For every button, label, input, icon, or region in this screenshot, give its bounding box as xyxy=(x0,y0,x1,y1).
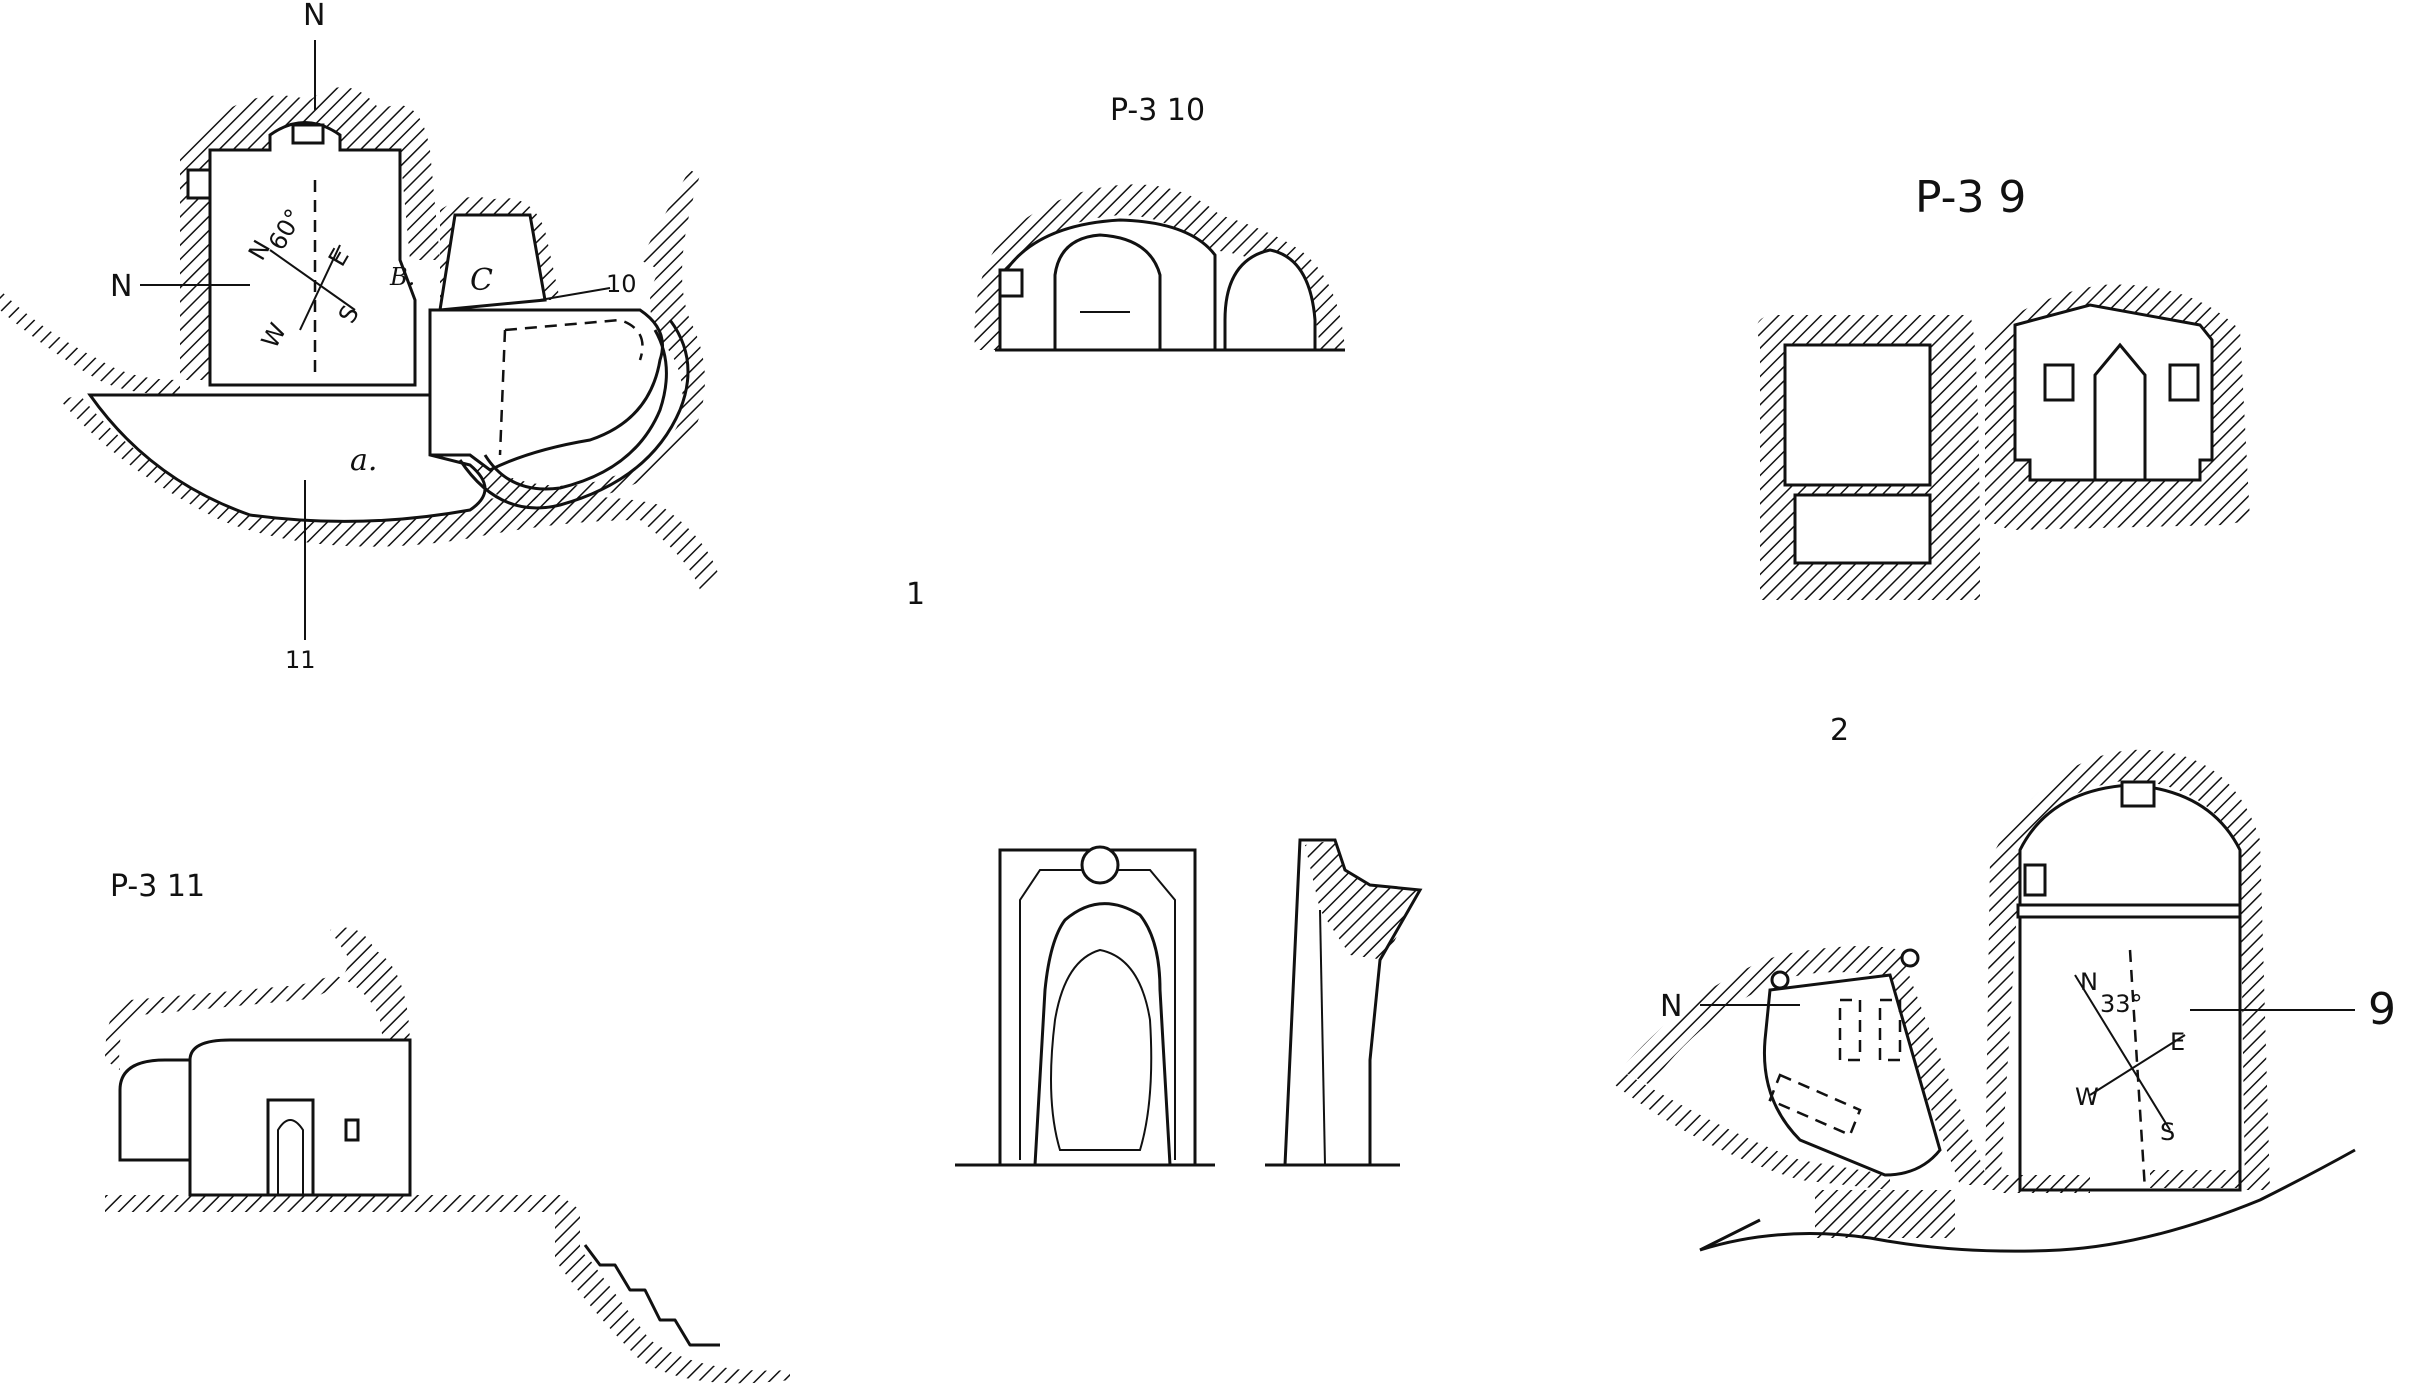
label-mark-9: 9 xyxy=(2368,984,2396,1035)
plan-2-base-right xyxy=(2150,1170,2245,1188)
label-mark-10: 10 xyxy=(606,270,637,298)
plan-2-rock-bottom-left xyxy=(1615,1070,1890,1190)
label-mark-11: 11 xyxy=(285,646,316,674)
label-n-plan-2: N xyxy=(1660,989,1682,1024)
section-p3-9-window-left xyxy=(2043,363,2075,402)
label-n-top: N xyxy=(303,0,325,33)
plan-1-axis-right xyxy=(539,287,611,301)
label-room-c: C xyxy=(470,263,493,298)
label-section-p3-10: P-3 10 xyxy=(1110,93,1205,128)
section-p3-11: P-3 11 xyxy=(105,869,790,1384)
plan-2-ground-hook xyxy=(1699,1218,1761,1252)
section-p3-9-doorway xyxy=(2093,342,2147,482)
section-p3-11-door-arch xyxy=(277,1119,304,1195)
label-compass-2-w: W xyxy=(2075,1083,2099,1111)
section-p3-11-ground xyxy=(105,1195,790,1384)
section-p3-9-left-lower xyxy=(1793,493,1932,565)
section-p3-11-side-niche xyxy=(118,1058,192,1162)
plan-2-post-1 xyxy=(1770,970,1790,990)
label-compass-2-n: N xyxy=(2080,968,2098,996)
section-p3-10-arched-door xyxy=(1053,233,1162,352)
plan-1-rock-floor xyxy=(0,290,180,395)
plan-1-niche xyxy=(291,123,325,145)
label-figure-2: 2 xyxy=(1830,713,1849,748)
plan-1-rock-bottom xyxy=(60,395,720,590)
label-section-p3-11: P-3 11 xyxy=(110,869,205,904)
section-p3-10-niche xyxy=(998,268,1024,298)
elevation-1-inner-oval xyxy=(1050,948,1153,1151)
elevation-2-inner-line xyxy=(1319,909,1326,1166)
plan-2-dashed-tomb-1 xyxy=(1838,998,1862,1062)
plan-2-main-chamber xyxy=(2018,783,2242,1192)
plan-2-compass-ns xyxy=(2074,974,2171,1131)
label-figure-1: 1 xyxy=(906,577,925,612)
plan-1-rock-curve xyxy=(470,166,705,501)
plan-1-area-a xyxy=(87,393,487,523)
plan-2-niche-top xyxy=(2120,780,2156,808)
elevation-2 xyxy=(1265,838,1423,1167)
plan-1-room-d xyxy=(428,308,664,472)
label-compass-2-s: S xyxy=(2160,1118,2175,1146)
plan-2-wedge-chamber xyxy=(1762,973,1942,1177)
label-room-a: a. xyxy=(350,443,377,478)
plan-1-main-room xyxy=(208,121,417,387)
section-p3-10-rock xyxy=(974,184,1345,350)
section-p3-9-window-right xyxy=(2168,363,2200,402)
plan-1-dashed-outline xyxy=(498,318,644,456)
section-p3-11-door xyxy=(266,1098,315,1197)
label-compass-2-e: E xyxy=(2170,1028,2185,1056)
section-p3-9-left-upper xyxy=(1783,343,1932,487)
section-p3-10-side-chamber xyxy=(1223,248,1317,352)
label-n-left: N xyxy=(110,269,132,304)
plan-2-base-left xyxy=(2000,1175,2090,1193)
plan-2-ground-line xyxy=(1699,1148,2356,1253)
label-room-b: B. xyxy=(389,263,415,291)
elevation-2-rock xyxy=(1305,840,1420,960)
plan-1: N N B. C 10 a. 11 N 60° E W S xyxy=(0,0,720,674)
plan-2-axis-dashed xyxy=(2128,949,2147,1191)
section-p3-10: P-3 10 xyxy=(974,93,1345,352)
plan-1-compass-ew xyxy=(269,249,356,311)
section-p3-11-rock-top xyxy=(105,927,410,1085)
plan-2-dashed-tomb-2 xyxy=(1878,998,1902,1062)
plan-1-compass-ns xyxy=(299,244,341,331)
section-p3-11-stair xyxy=(583,1244,720,1347)
plan-2: N N 33° E W S 9 xyxy=(1615,749,2396,1253)
plan-1-arch-band xyxy=(458,319,690,510)
label-section-p3-9: P-3 9 xyxy=(1915,172,2026,223)
elevation-1-round-hole xyxy=(1080,845,1120,885)
elevation-1 xyxy=(955,845,1215,1167)
plan-2-post-2 xyxy=(1900,948,1920,968)
plan-1-side-niche xyxy=(186,168,212,200)
plan-2-lintel xyxy=(2016,903,2242,919)
plan-2-dashed-tomb-3 xyxy=(1768,1073,1862,1137)
plan-1-arch-band-inner xyxy=(483,329,668,491)
section-p3-11-window xyxy=(344,1118,360,1142)
section-p3-9: P-3 9 xyxy=(1756,172,2250,600)
plan-2-step-block xyxy=(1815,1190,1955,1238)
plan-2-niche-left xyxy=(2023,863,2047,897)
elevation-1-arch-niche xyxy=(1033,902,1172,1167)
label-compass-2-angle: 33° xyxy=(2100,990,2143,1018)
plan-2-compass-ew xyxy=(2089,1034,2186,1096)
